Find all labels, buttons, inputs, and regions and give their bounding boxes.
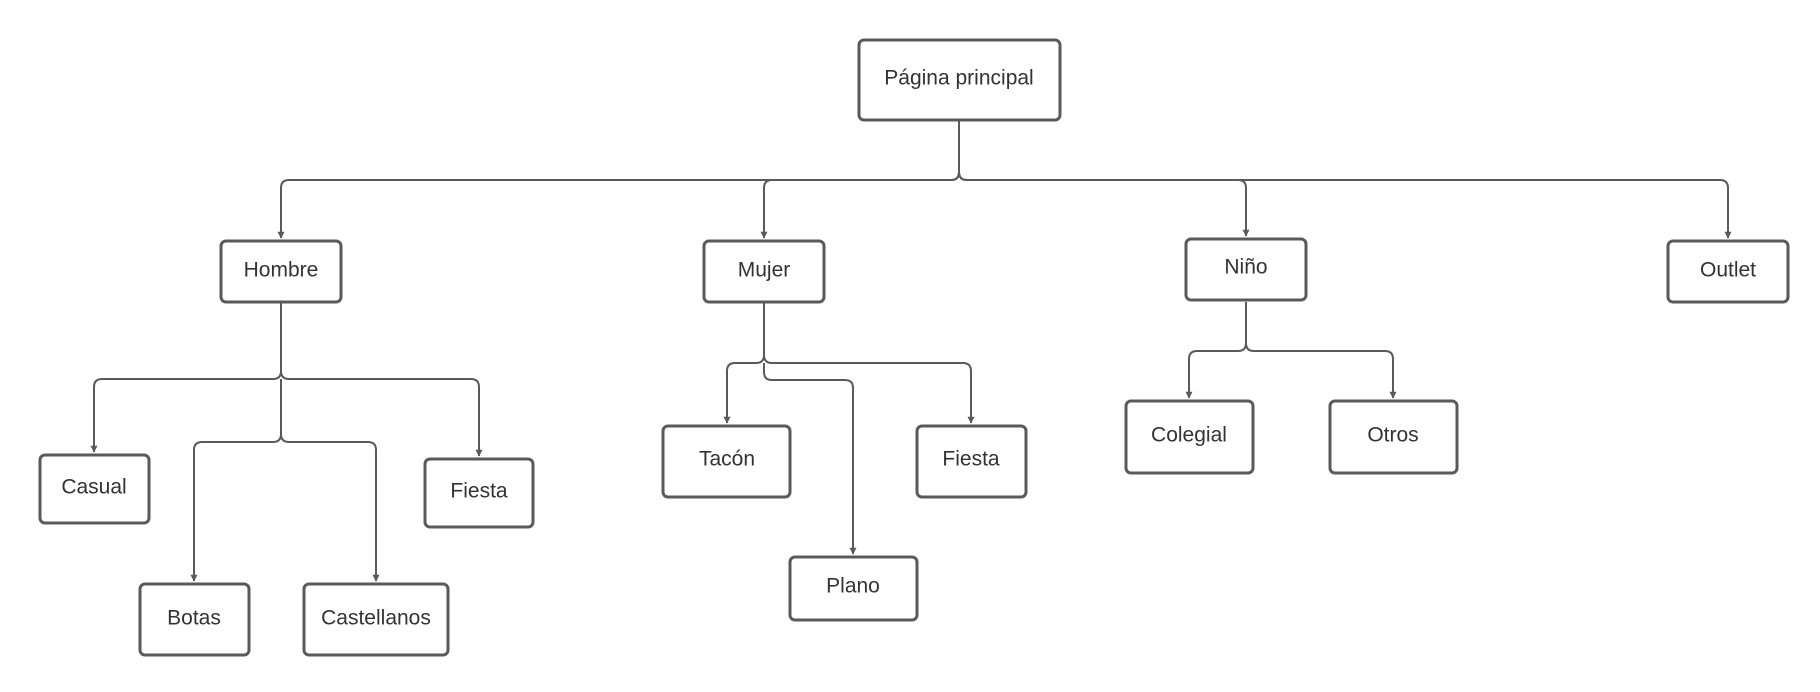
node-nino[interactable]: Niño xyxy=(1184,237,1308,302)
node-label: Outlet xyxy=(1700,259,1756,282)
edge-hombre-castellanos xyxy=(280,433,380,582)
node-label: Página principal xyxy=(884,67,1033,90)
edge-nino-colegial xyxy=(1185,302,1247,399)
edge-mujer-tacon xyxy=(723,302,765,424)
node-label: Tacón xyxy=(699,448,755,471)
node-fiesta-mujer[interactable]: Fiesta xyxy=(915,424,1028,499)
edge-root-outlet xyxy=(958,171,1732,239)
node-mujer[interactable]: Mujer xyxy=(702,239,826,304)
node-label: Niño xyxy=(1224,256,1267,279)
edge-nino-otros xyxy=(1245,342,1397,399)
node-label: Plano xyxy=(826,575,880,598)
node-casual[interactable]: Casual xyxy=(38,453,151,525)
edge-hombre-casual xyxy=(90,302,282,453)
node-label: Otros xyxy=(1367,424,1418,447)
node-outlet[interactable]: Outlet xyxy=(1666,239,1790,304)
edge-mujer-plano xyxy=(763,363,857,555)
node-label: Fiesta xyxy=(450,480,508,503)
edge-root-mujer xyxy=(760,171,960,239)
node-label: Castellanos xyxy=(321,607,431,630)
node-fiesta-hombre[interactable]: Fiesta xyxy=(423,457,535,529)
edge-mujer-fiesta xyxy=(763,354,975,424)
node-label: Fiesta xyxy=(942,448,1000,471)
node-pagina-principal[interactable]: Página principal xyxy=(857,38,1062,122)
connectors xyxy=(90,120,1732,582)
edge-root-nino xyxy=(958,171,1250,237)
node-label: Colegial xyxy=(1151,424,1227,447)
node-label: Casual xyxy=(61,476,126,499)
node-label: Hombre xyxy=(244,259,319,282)
node-colegial[interactable]: Colegial xyxy=(1124,399,1255,475)
node-label: Botas xyxy=(167,607,221,630)
node-plano[interactable]: Plano xyxy=(788,555,919,622)
node-tacon[interactable]: Tacón xyxy=(661,424,792,499)
node-otros[interactable]: Otros xyxy=(1328,399,1459,475)
node-label: Mujer xyxy=(738,259,791,282)
node-castellanos[interactable]: Castellanos xyxy=(302,582,450,657)
node-hombre[interactable]: Hombre xyxy=(219,239,343,304)
edge-hombre-fiesta xyxy=(280,370,483,457)
node-botas[interactable]: Botas xyxy=(138,582,251,657)
edge-hombre-botas xyxy=(190,379,282,582)
